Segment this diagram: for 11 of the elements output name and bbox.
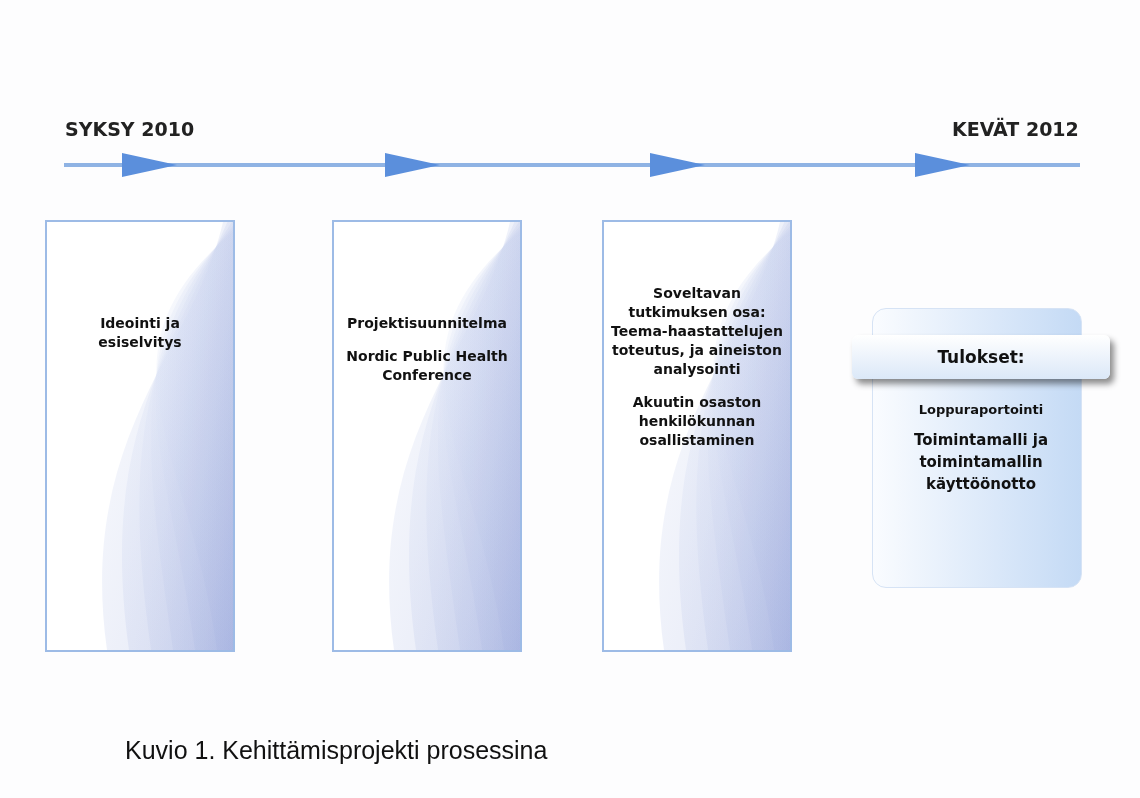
timeline-label: SYKSY 2010	[65, 118, 195, 140]
phase-text: Ideointi ja esiselvitys	[97, 314, 183, 352]
figure-caption: Kuvio 1. Kehittämisprojekti prosessina	[125, 736, 548, 765]
phase-text: Soveltavan tutkimuksen osa: Teema-haastattelujen toteutus, ja aineiston analysointi	[610, 284, 784, 379]
timeline-label: KEVÄT 2012	[952, 118, 1079, 140]
phase-text: Projektisuunnitelma	[346, 314, 508, 333]
phase-text: Nordic Public Health Conference	[345, 347, 509, 385]
result-title: Loppuraportointi	[917, 401, 1045, 419]
phase-text: Akuutin osaston henkilökunnan osallistaminen	[631, 393, 763, 450]
result-text: Toimintamalli ja toimintamallin käyttöönotto	[912, 430, 1050, 495]
result-heading-tab: Tulokset:	[852, 335, 1110, 379]
